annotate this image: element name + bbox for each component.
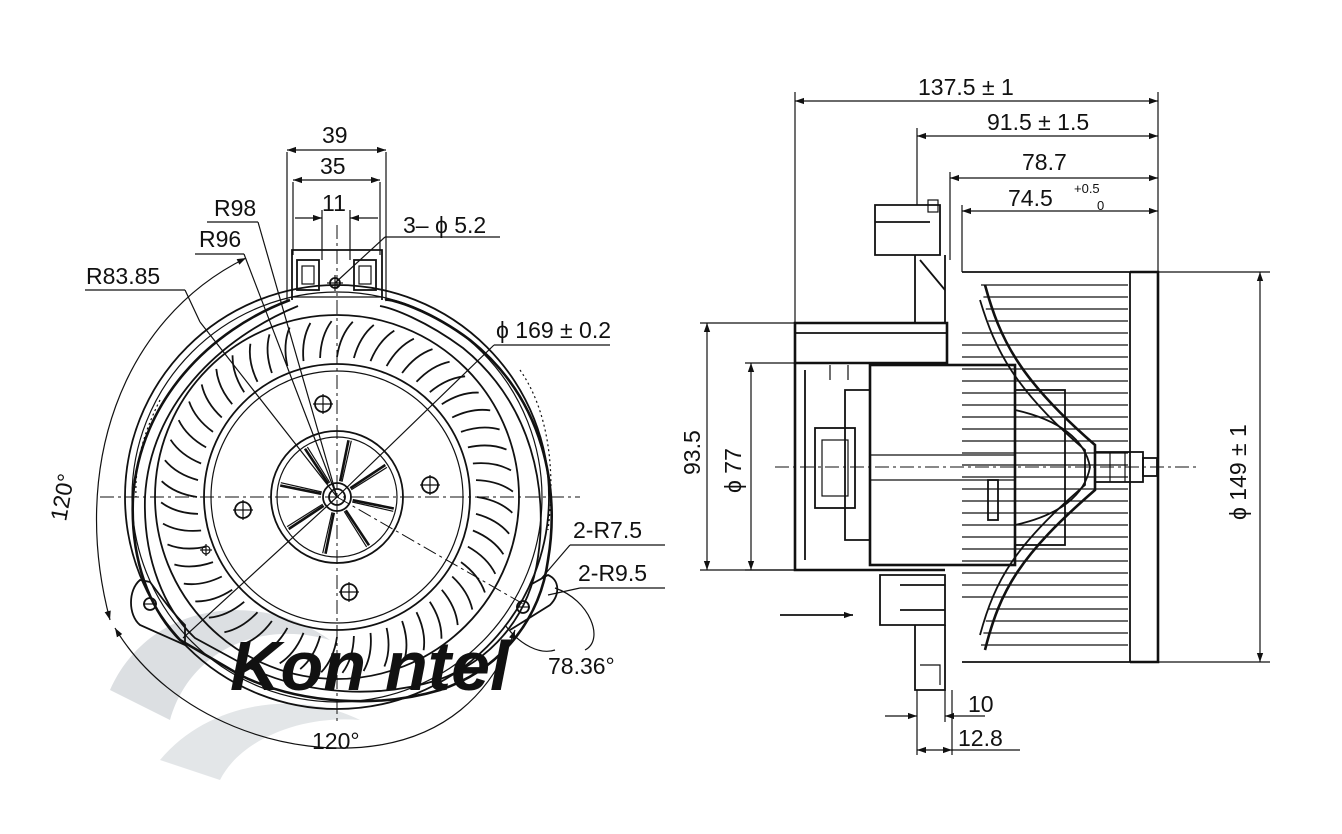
ear-radius-95: 2-R9.5 (578, 560, 647, 586)
watermark-text-dark: Kon (230, 627, 366, 705)
length-787: 78.7 (1022, 149, 1067, 175)
ear-radius-75: 2-R7.5 (573, 517, 642, 543)
length-915: 91.5 ± 1.5 (987, 109, 1089, 135)
side-view: 137.5 ± 1 91.5 ± 1.5 78.7 74.5 +0.5 0 93… (679, 74, 1270, 755)
dim-39: 39 (322, 122, 348, 148)
angle-bottom: 120° (312, 728, 360, 754)
hole-spec: 3– ϕ 5.2 (403, 212, 486, 238)
dim-10: 10 (968, 691, 994, 717)
dim-128: 12.8 (958, 725, 1003, 751)
hub-spokes (279, 439, 395, 555)
angle-left: 120° (45, 471, 79, 522)
screw-hole-icon (339, 582, 359, 602)
radius-r8385: R83.85 (86, 263, 160, 289)
tolerance-lower: 0 (1097, 198, 1104, 213)
screw-hole-icon (200, 544, 212, 556)
diameter-149: ϕ 149 ± 1 (1225, 424, 1251, 520)
ear-angle: 78.36° (548, 653, 615, 679)
dim-11: 11 (322, 190, 346, 216)
screw-hole-icon (313, 394, 333, 414)
screw-hole-icon (420, 475, 440, 495)
radius-r98: R98 (214, 195, 256, 221)
diameter-169: ϕ 169 ± 0.2 (496, 317, 611, 343)
fan-fins (962, 284, 1128, 646)
watermark: Kon ntel (110, 610, 511, 780)
screw-hole-icon (233, 500, 253, 520)
length-total: 137.5 ± 1 (918, 74, 1014, 100)
dim-35: 35 (320, 153, 346, 179)
radius-r96: R96 (199, 226, 241, 252)
diameter-935: 93.5 (679, 430, 705, 475)
diameter-77: ϕ 77 (720, 448, 746, 493)
tolerance-upper: +0.5 (1074, 181, 1100, 196)
length-745: 74.5 (1008, 185, 1053, 211)
